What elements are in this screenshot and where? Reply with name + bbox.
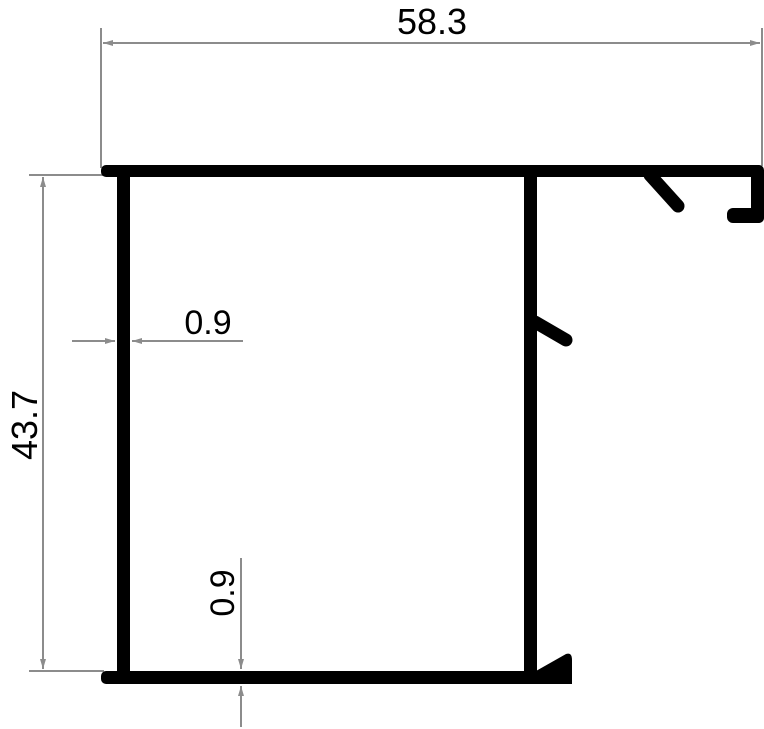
inner-wall [524, 170, 537, 682]
wall-thickness-dimension: 0.9 [72, 304, 243, 344]
top-flange [101, 165, 763, 177]
bottom-thickness-dimension: 0.9 [204, 558, 244, 727]
bottom-thickness-label: 0.9 [204, 569, 242, 616]
bottom-flange [101, 671, 572, 684]
top-fin [643, 168, 685, 213]
mid-fin [528, 315, 573, 347]
width-dimension: 58.3 [100, 1, 763, 168]
left-wall [117, 170, 130, 684]
bottom-fin [536, 653, 572, 684]
height-dimension: 43.7 [4, 174, 104, 672]
profile-shape [101, 165, 764, 684]
width-label: 58.3 [397, 1, 467, 42]
right-hook-lip [727, 208, 764, 223]
height-label: 43.7 [4, 390, 45, 460]
wall-thickness-label: 0.9 [184, 304, 231, 342]
profile-fins [528, 168, 685, 347]
